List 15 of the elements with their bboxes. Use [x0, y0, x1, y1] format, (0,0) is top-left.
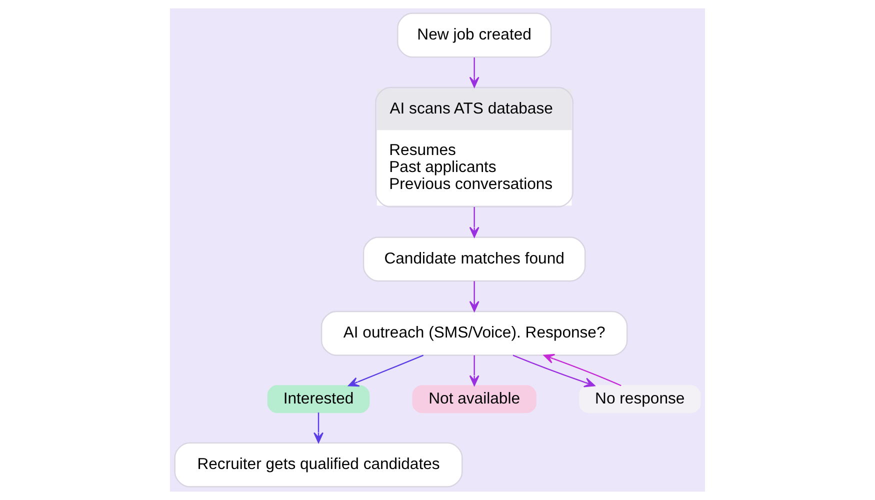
- arrow: [543, 354, 622, 386]
- node-box: AI outreach (SMS/Voice). Response?: [320, 310, 628, 356]
- arrow: [469, 57, 480, 88]
- node-box: New job created: [397, 12, 552, 58]
- node-box: Candidate matches found: [362, 236, 586, 282]
- arrow: [348, 354, 424, 387]
- arrow: [512, 354, 596, 388]
- arrow: [469, 206, 480, 238]
- arrow: [314, 412, 324, 444]
- node-box: Recruiter gets qualified candidates: [174, 442, 463, 488]
- node-box: Interested: [267, 385, 370, 414]
- node-box: Not available: [412, 385, 536, 414]
- arrow: [469, 281, 480, 312]
- node-box: No response: [579, 385, 701, 414]
- arrow: [469, 355, 480, 386]
